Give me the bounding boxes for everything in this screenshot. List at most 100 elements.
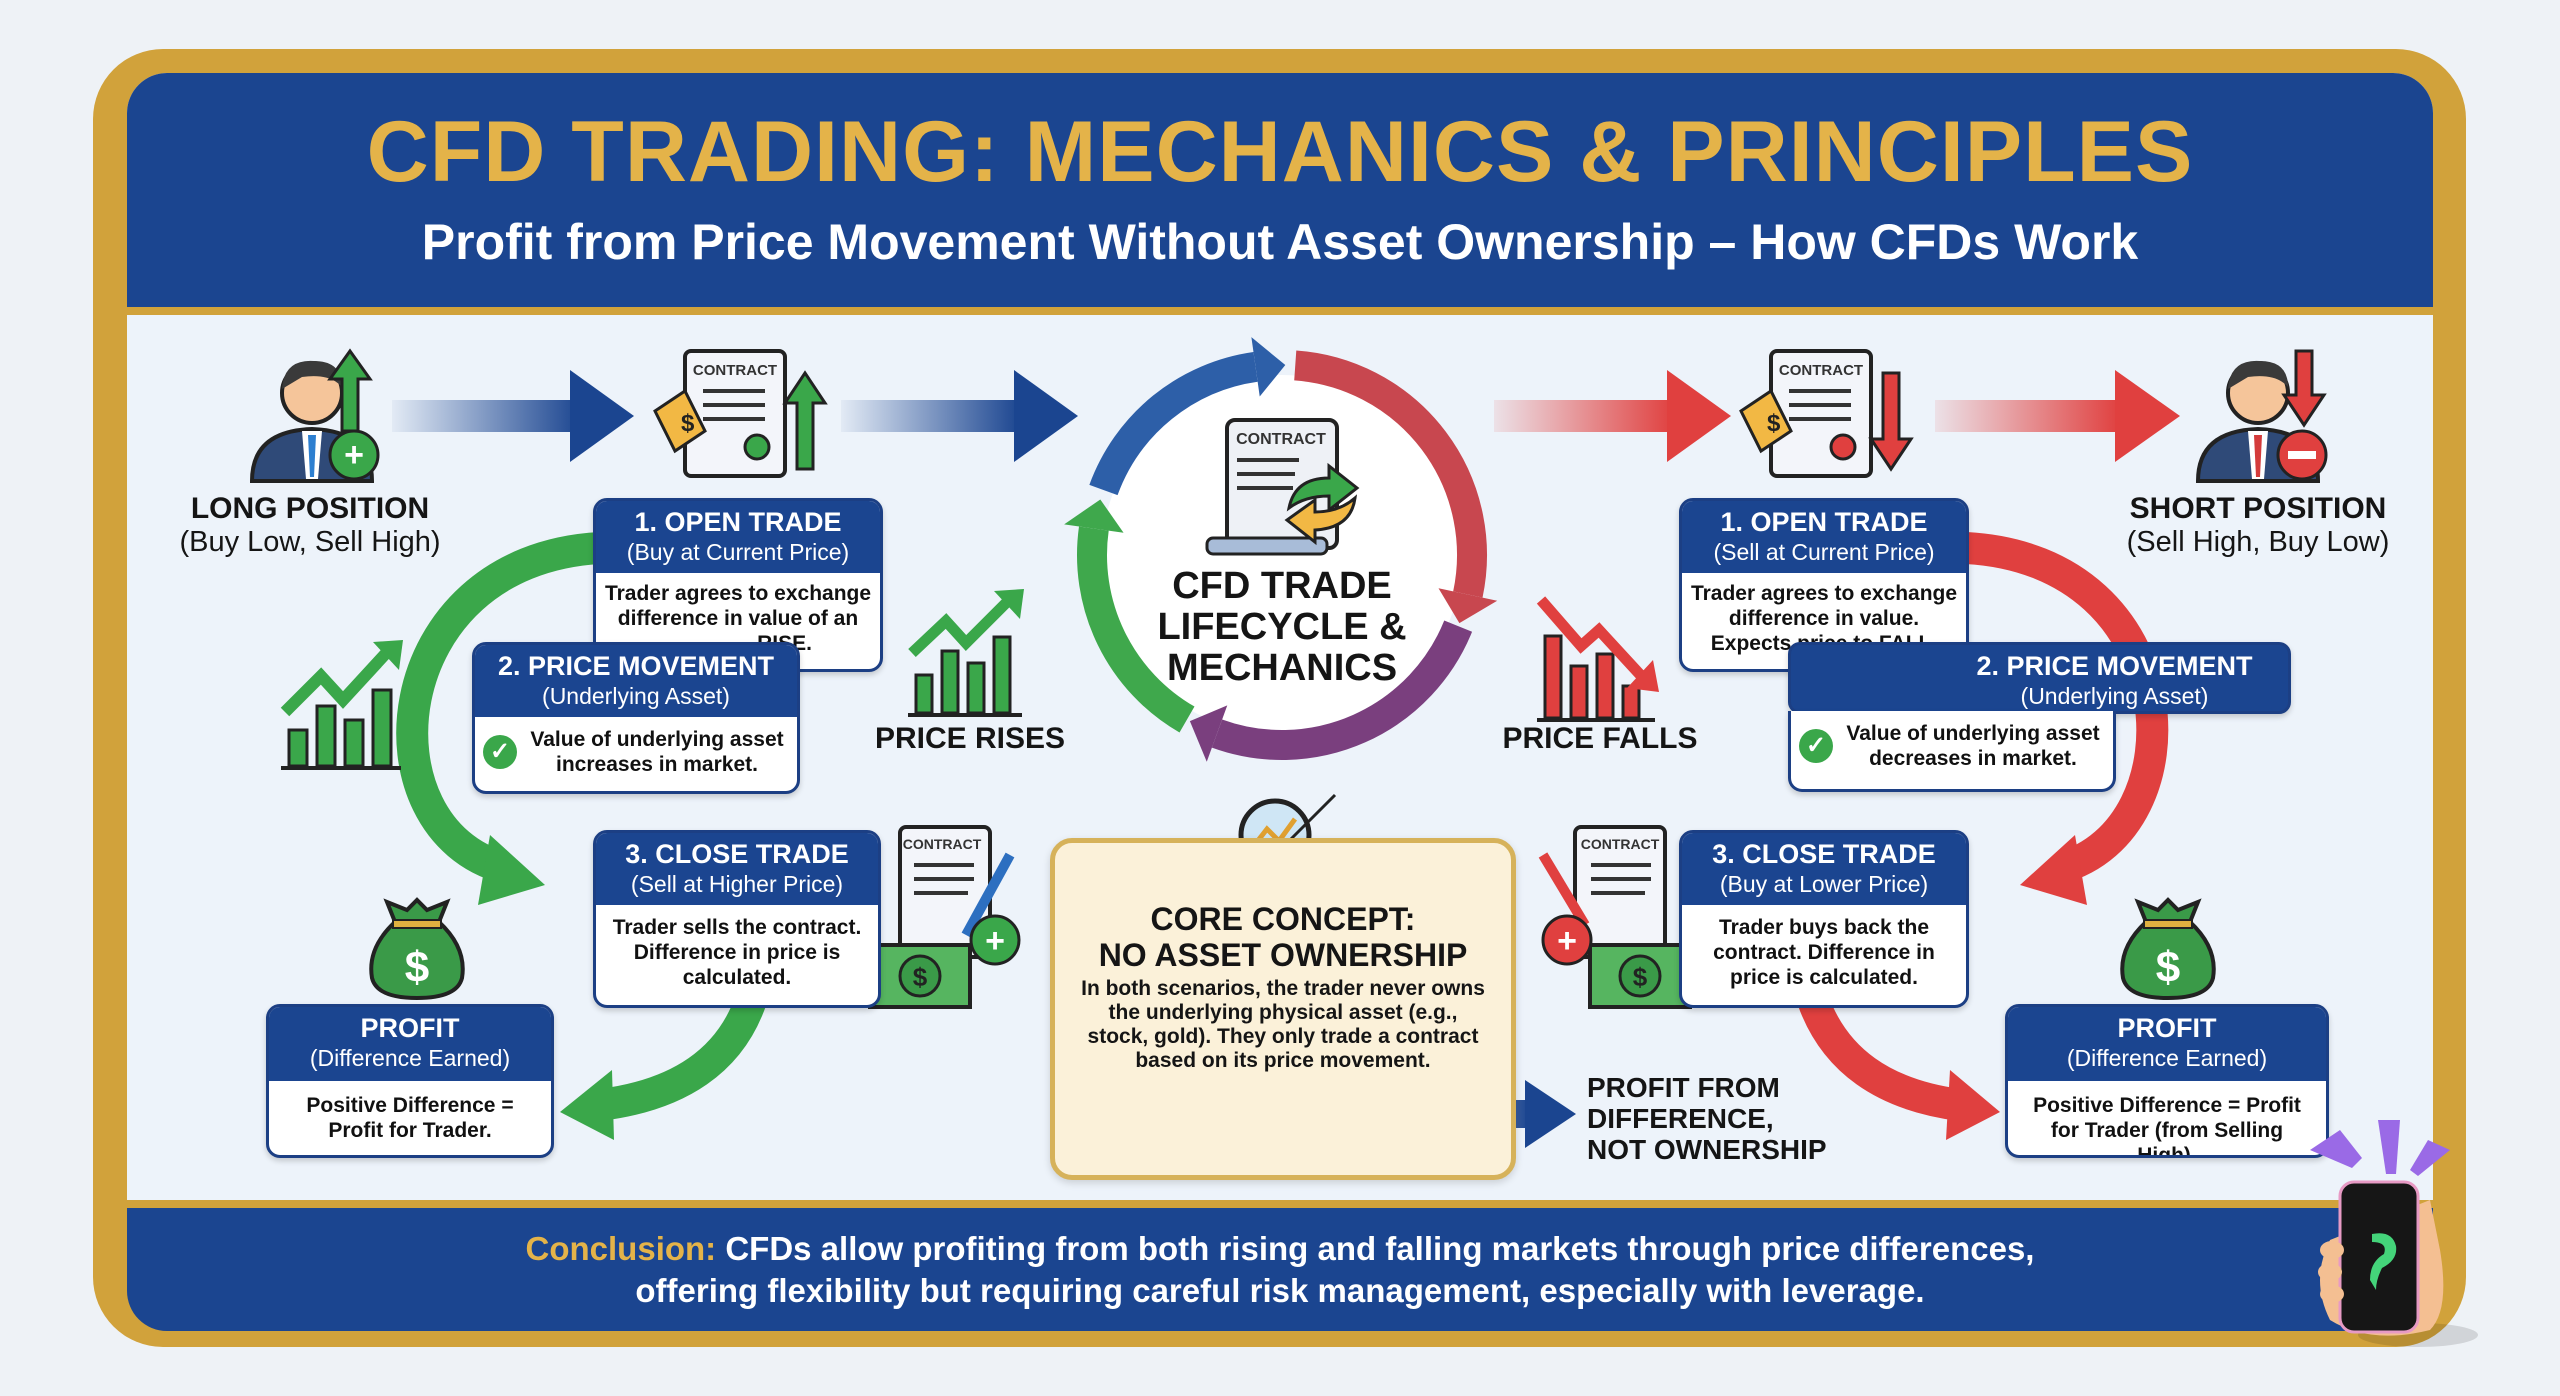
blue-arrow-1 — [392, 370, 634, 462]
svg-text:CONTRACT: CONTRACT — [903, 836, 982, 852]
svg-text:$: $ — [681, 410, 695, 437]
minus-icon — [2288, 451, 2316, 459]
green-profit-arrow — [560, 994, 767, 1140]
svg-text:$: $ — [913, 962, 928, 992]
ring-segment-purple — [1211, 620, 1473, 760]
ring-segment-red — [1294, 350, 1487, 598]
long-close-trade-card: 3. CLOSE TRADE (Sell at Higher Price) Tr… — [593, 830, 881, 1008]
card-line: Trader agrees to exchange — [604, 582, 872, 605]
card-header: PROFIT (Difference Earned) — [269, 1007, 551, 1081]
card-header: 3. CLOSE TRADE (Sell at Higher Price) — [596, 833, 878, 905]
svg-text:CONTRACT: CONTRACT — [1236, 431, 1326, 448]
lifecycle-line-3: MECHANICS — [1166, 647, 1398, 689]
card-header: 3. CLOSE TRADE (Buy at Lower Price) — [1682, 833, 1966, 905]
page-subtitle: Profit from Price Movement Without Asset… — [421, 214, 2139, 270]
card-subtitle: (Sell at Higher Price) — [630, 871, 844, 897]
long-price-movement-card: 2. PRICE MOVEMENT (Underlying Asset) ✓ V… — [472, 642, 800, 794]
check-icon: ✓ — [483, 735, 517, 769]
contract-cash-long-icon: CONTRACT $ + — [868, 825, 1021, 1009]
card-title: 2. PRICE MOVEMENT — [497, 651, 775, 681]
card-body: Positive Difference = Profit for Trader … — [2033, 1094, 2301, 1158]
check-icon: ✓ — [1799, 729, 1833, 763]
short-profit-card: PROFIT (Difference Earned) Positive Diff… — [2005, 1004, 2329, 1158]
short-price-movement-card: ✓ Value of underlying asset decreases in… — [1788, 711, 2116, 792]
card-title: PROFIT — [2117, 1013, 2217, 1043]
card-subtitle: (Buy at Lower Price) — [1719, 871, 1929, 897]
takeaway-line: PROFIT FROM — [1587, 1072, 1780, 1103]
card-header: 1. OPEN TRADE (Buy at Current Price) — [596, 501, 880, 573]
page-title: CFD TRADING: MECHANICS & PRINCIPLES — [366, 104, 2194, 200]
svg-text:CONTRACT: CONTRACT — [693, 362, 777, 379]
long-profit-card: PROFIT (Difference Earned) Positive Diff… — [266, 1004, 554, 1158]
card-title: 3. CLOSE TRADE — [1712, 839, 1936, 869]
contract-long-icon: CONTRACT $ — [653, 349, 828, 478]
card-body: Positive Difference = Profit for Trader. — [306, 1094, 514, 1142]
card-text: Value of underlying asset decreases in m… — [1846, 722, 2100, 770]
svg-text:CONTRACT: CONTRACT — [1581, 836, 1660, 852]
long-position-subtitle: (Buy Low, Sell High) — [179, 526, 441, 558]
core-concept-subtitle: NO ASSET OWNERSHIP — [1098, 937, 1468, 973]
core-concept-title: CORE CONCEPT: — [1150, 901, 1416, 937]
card-header: 2. PRICE MOVEMENT (Underlying Asset) — [475, 645, 797, 717]
conclusion-line-1: CFDs allow profiting from both rising an… — [716, 1230, 2035, 1267]
card-text: Value of underlying asset increases in m… — [530, 728, 784, 776]
money-bag-short-icon: $ — [2120, 897, 2216, 1001]
card-subtitle: (Underlying Asset) — [2020, 683, 2209, 709]
card-body: ✓ Value of underlying asset increases in… — [475, 717, 797, 787]
svg-text:+: + — [344, 436, 364, 474]
lifecycle-title: CFD TRADE LIFECYCLE & MECHANICS — [1132, 566, 1432, 689]
svg-text:+: + — [1557, 922, 1577, 960]
red-profit-arrow — [1797, 994, 2000, 1140]
card-header: PROFIT (Difference Earned) — [2008, 1007, 2326, 1081]
price-rises-label: PRICE RISES — [874, 722, 1066, 755]
card-title: 2. PRICE MOVEMENT — [1976, 651, 2253, 681]
short-position-title: SHORT POSITION — [2129, 492, 2387, 525]
ring-segment-blue — [1089, 351, 1258, 496]
short-close-trade-card: 3. CLOSE TRADE (Buy at Lower Price) Trad… — [1679, 830, 1969, 1008]
contract-cash-short-icon: CONTRACT $ + — [1538, 825, 1692, 1009]
card-header: 1. OPEN TRADE (Sell at Current Price) — [1682, 501, 1966, 573]
core-concept-body: In both scenarios, the trader never owns… — [1081, 977, 1485, 1072]
lifecycle-line-1: CFD TRADE — [1172, 565, 1392, 607]
card-title: 1. OPEN TRADE — [1720, 507, 1928, 537]
falling-chart-icon — [1536, 596, 1659, 722]
takeaway-text: PROFIT FROM DIFFERENCE, NOT OWNERSHIP — [1587, 1072, 1847, 1165]
card-subtitle: (Difference Earned) — [2066, 1045, 2268, 1071]
ring-arrowhead — [1189, 705, 1228, 762]
red-arrow-1 — [1494, 370, 1731, 462]
blue-arrow-2 — [841, 370, 1078, 462]
contract-exchange-icon: CONTRACT — [1205, 418, 1360, 556]
green-flow-arc — [396, 532, 601, 905]
ring-segment-green — [1077, 526, 1195, 733]
ring-arrowhead — [1438, 588, 1498, 624]
money-bag-long-icon: $ — [369, 897, 465, 1001]
phone-in-hand-icon — [2310, 1120, 2478, 1347]
short-position-subtitle: (Sell High, Buy Low) — [2126, 526, 2390, 558]
header-banner: CFD TRADING: MECHANICS & PRINCIPLES Prof… — [127, 73, 2433, 315]
conclusion-banner: Conclusion: CFDs allow profiting from bo… — [127, 1200, 2433, 1331]
card-body: ✓ Value of underlying asset decreases in… — [1791, 711, 2113, 781]
ring-arrowhead — [1064, 499, 1124, 533]
card-subtitle: (Sell at Current Price) — [1713, 539, 1935, 565]
card-title: 1. OPEN TRADE — [634, 507, 842, 537]
card-line: difference in value of an — [617, 607, 859, 630]
trader-short-icon — [2195, 349, 2328, 483]
contract-short-icon: CONTRACT $ — [1739, 349, 1914, 478]
takeaway-line: NOT OWNERSHIP — [1587, 1134, 1827, 1165]
price-rises-chart-icon — [908, 589, 1024, 717]
card-title: PROFIT — [360, 1013, 460, 1043]
long-position-title: LONG POSITION — [190, 492, 430, 525]
svg-text:+: + — [985, 922, 1005, 960]
price-falls-label: PRICE FALLS — [1502, 722, 1698, 755]
svg-text:$: $ — [1633, 962, 1648, 992]
conclusion-text: Conclusion: CFDs allow profiting from bo… — [127, 1228, 2433, 1312]
conclusion-line-2: offering flexibility but requiring caref… — [635, 1272, 1925, 1309]
card-subtitle: (Difference Earned) — [309, 1045, 511, 1071]
ring-arrowhead — [1251, 337, 1286, 397]
card-subtitle: (Buy at Current Price) — [626, 539, 850, 565]
card-body: Trader sells the contract. Difference in… — [612, 916, 862, 989]
svg-text:$: $ — [2156, 943, 2180, 992]
short-position-label: SHORT POSITION (Sell High, Buy Low) — [2098, 492, 2418, 559]
core-concept-card: CORE CONCEPT: NO ASSET OWNERSHIP In both… — [1050, 838, 1516, 1180]
